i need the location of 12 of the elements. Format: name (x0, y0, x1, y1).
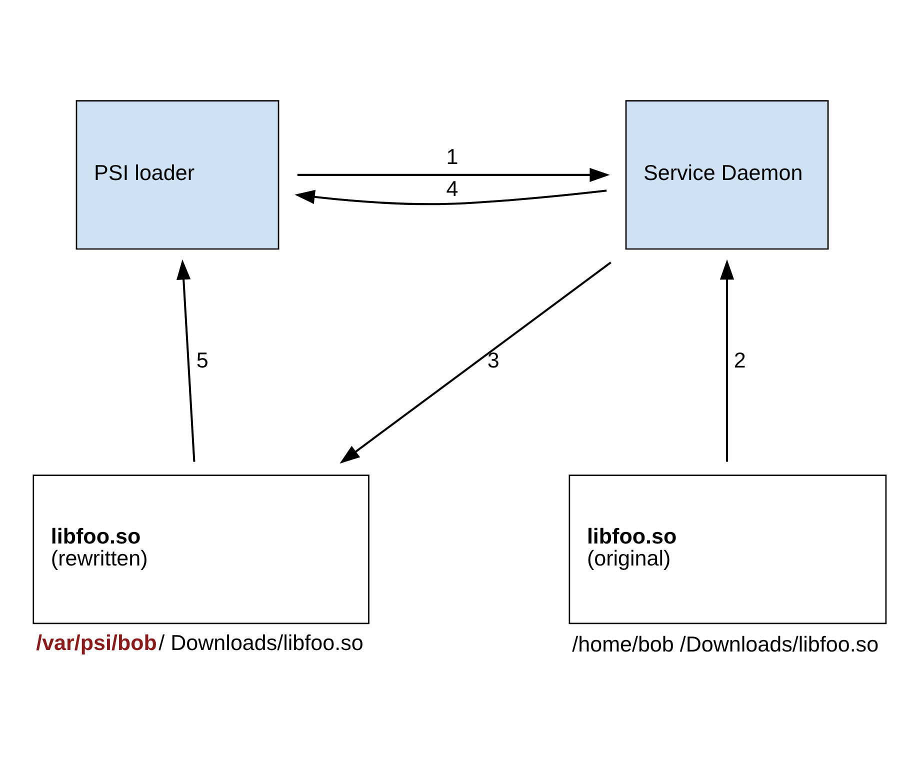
edge-label: 1 (446, 144, 458, 169)
node-label: /home/bob /Downloads/libfoo.so (572, 632, 879, 656)
edge-label: 5 (196, 348, 208, 372)
arrow (294, 190, 607, 206)
node-label: /var/psi/bob/ Downloads/libfoo.so (36, 631, 364, 656)
arrow (297, 168, 610, 182)
edge-label: 4 (446, 177, 458, 202)
edge-label: 3 (487, 348, 500, 372)
edge-label: 2 (734, 348, 746, 372)
arrow (176, 259, 196, 462)
arrow (340, 262, 612, 464)
arrow (720, 259, 734, 462)
